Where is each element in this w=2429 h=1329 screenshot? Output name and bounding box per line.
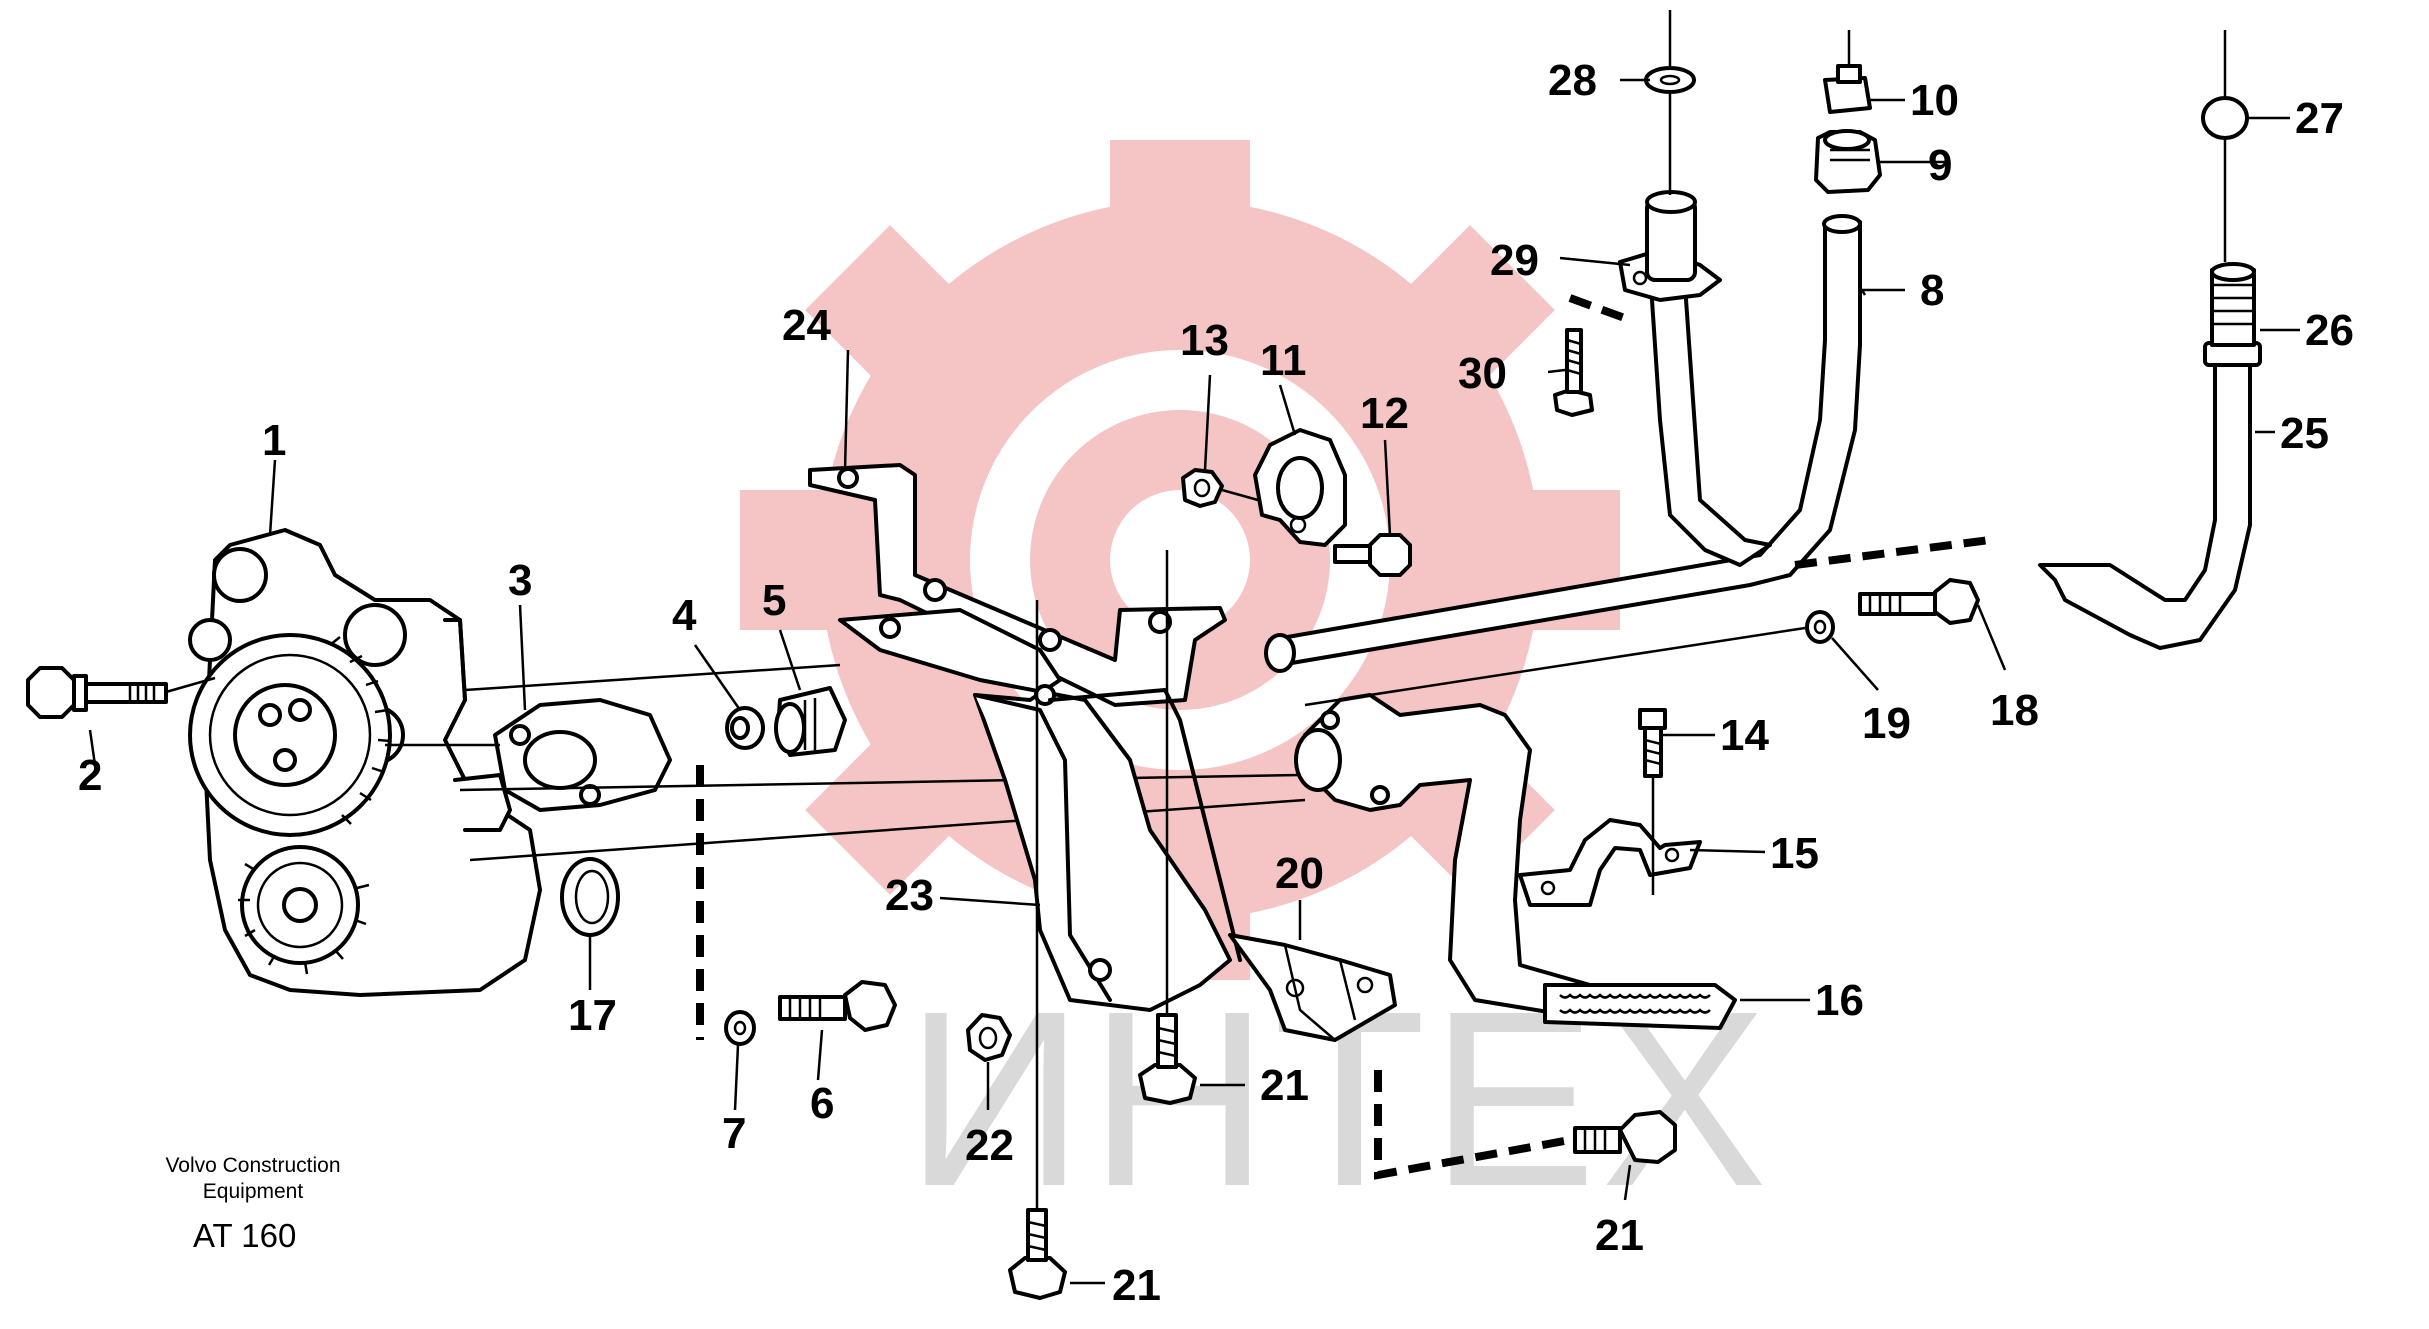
callout-17: 17: [568, 991, 617, 1040]
pipe-flange-3: [493, 698, 672, 812]
callout-21-bracket: 21: [1260, 1061, 1309, 1110]
screw-21-bracket: [1138, 550, 1197, 1105]
flange-screw-18: [1858, 578, 1980, 625]
callout-23: 23: [885, 871, 934, 920]
sealing-washer-4: [725, 706, 765, 750]
callout-15: 15: [1770, 829, 1819, 878]
washer-19: [1805, 610, 1835, 644]
nut-22: [966, 1013, 1012, 1062]
support-bracket-23: [838, 608, 1242, 1012]
callout-29: 29: [1490, 236, 1539, 285]
suction-pipe-16: [1294, 693, 1737, 1030]
callout-25: 25: [2280, 409, 2329, 458]
adapter-26: [2203, 262, 2262, 367]
diagram-caption: Volvo Construction Equipment AT 160: [165, 1154, 340, 1254]
callout-16: 16: [1815, 976, 1864, 1025]
callout-28: 28: [1548, 56, 1597, 105]
union-nut-9: [1814, 129, 1882, 194]
washer-28: [1644, 10, 1696, 195]
flange-screw-6: [778, 980, 897, 1032]
callout-6: 6: [810, 1079, 834, 1128]
callout-leaders: [88, 78, 2300, 1285]
union-nipple-5: [774, 686, 847, 757]
caption-code: AT 160: [193, 1217, 296, 1254]
caption-brand-line2: Equipment: [203, 1180, 304, 1203]
flange-screw-2: [26, 666, 216, 719]
callout-7: 7: [722, 1109, 746, 1158]
callout-8: 8: [1920, 266, 1944, 315]
nipple-27: [2201, 30, 2249, 262]
screw-14: [1638, 708, 1667, 895]
callout-24: 24: [782, 301, 831, 350]
callout-30: 30: [1458, 349, 1507, 398]
callout-13: 13: [1180, 316, 1229, 365]
callout-labels: 1 2 3 4 5 6 7 8 9 10 11 12 13 14 15 16 1…: [78, 56, 2354, 1310]
o-ring-17: [560, 857, 620, 937]
callout-21-right: 21: [1595, 1211, 1644, 1260]
rubber-clamp-11: [1253, 428, 1347, 547]
callout-20: 20: [1275, 849, 1324, 898]
callout-14: 14: [1720, 711, 1769, 760]
bracket-24: [808, 463, 1227, 707]
callout-2: 2: [78, 751, 102, 800]
flange-bolt-12: [1333, 533, 1412, 577]
callout-1: 1: [262, 416, 286, 465]
nut-13: [1181, 468, 1259, 508]
screw-30: [1553, 328, 1594, 417]
pipe-flange-29: [1618, 190, 1772, 567]
callout-26: 26: [2305, 306, 2354, 355]
callout-4: 4: [672, 591, 697, 640]
plug-10: [1823, 30, 1872, 114]
oil-pump: [188, 528, 542, 997]
screw-21-right: [1573, 1110, 1677, 1164]
callout-18: 18: [1990, 686, 2039, 735]
caption-brand-line1: Volvo Construction: [165, 1154, 340, 1177]
callout-5: 5: [762, 576, 786, 625]
pipe-clamp-15: [1518, 818, 1702, 907]
clamp-block-20: [1228, 933, 1397, 1042]
callout-21-bottom: 21: [1112, 1261, 1161, 1310]
washer-7: [724, 1010, 756, 1046]
callout-3: 3: [508, 556, 532, 605]
callout-22: 22: [965, 1121, 1014, 1170]
callout-12: 12: [1360, 389, 1409, 438]
callout-19: 19: [1862, 699, 1911, 748]
callout-27: 27: [2295, 94, 2344, 143]
oil-pipe-25: [2038, 358, 2252, 650]
callout-10: 10: [1910, 76, 1959, 125]
callout-9: 9: [1928, 141, 1952, 190]
callout-11: 11: [1260, 336, 1307, 385]
oil-pipe-8: [1264, 214, 1862, 673]
